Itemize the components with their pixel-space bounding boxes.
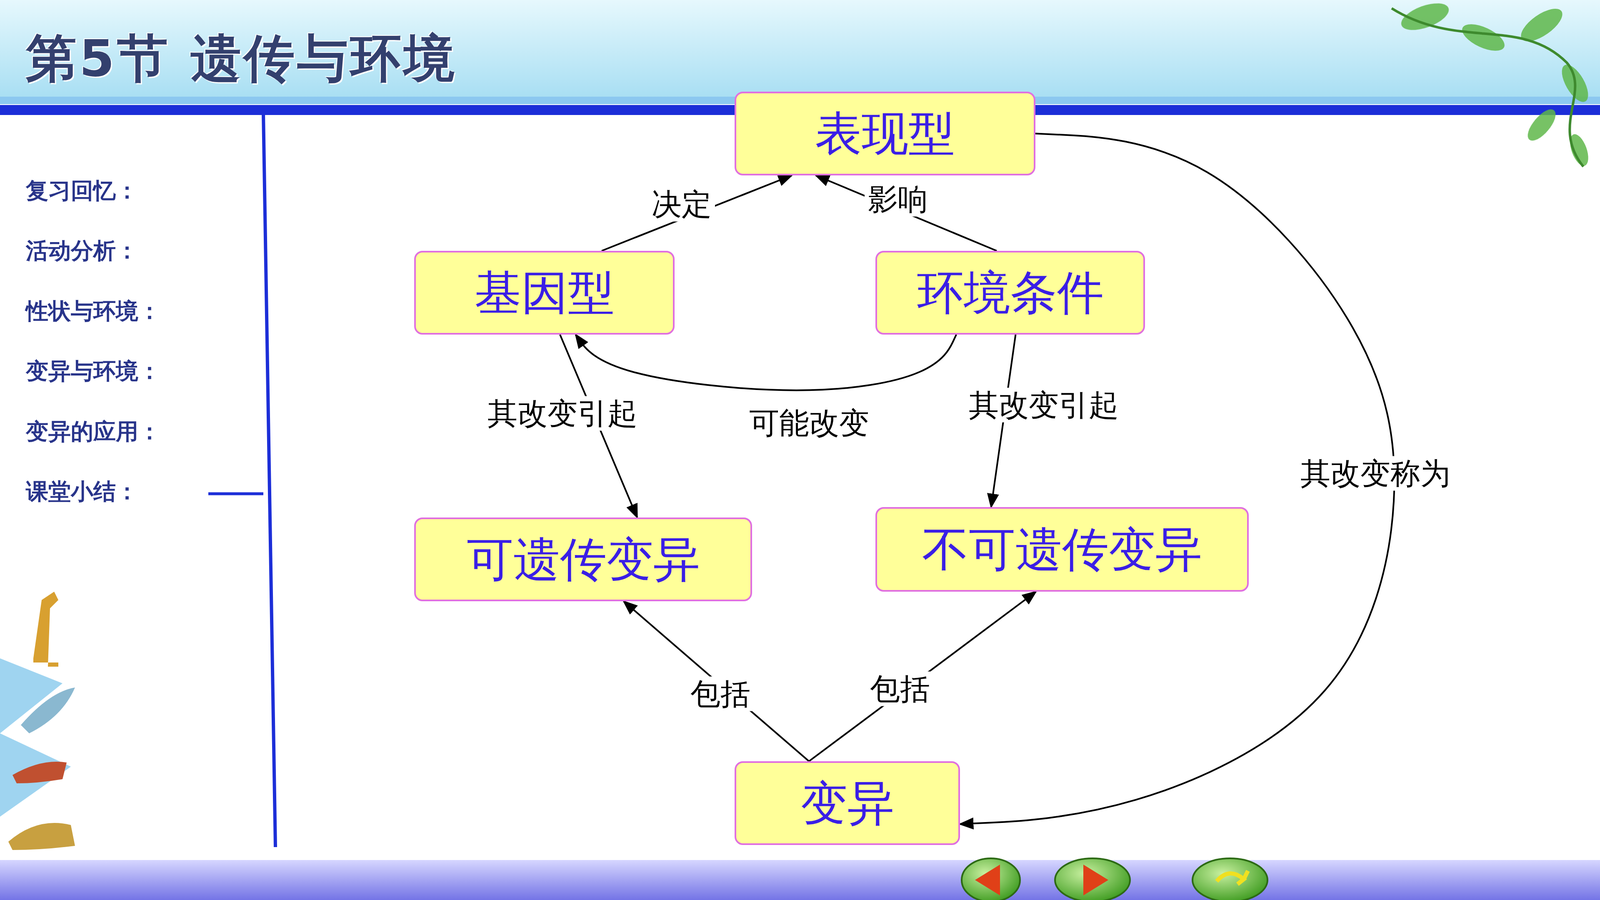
menu-pointer bbox=[208, 492, 264, 496]
menu-item: 活动分析： bbox=[25, 235, 139, 267]
menu-item: 性状与环境： bbox=[25, 296, 161, 327]
arrow-label: 包括 bbox=[687, 676, 754, 712]
box-label: 不可遗传变异 bbox=[922, 523, 1203, 575]
relation-arrow bbox=[601, 175, 792, 251]
relation-arrow bbox=[575, 334, 957, 391]
arrow-label: 决定 bbox=[648, 187, 715, 222]
concept-box: 不可遗传变异 bbox=[875, 507, 1249, 592]
concept-box: 变异 bbox=[734, 761, 960, 845]
concept-box: 可遗传变异 bbox=[414, 517, 753, 602]
footer-bar bbox=[0, 860, 1600, 900]
concept-box: 基因型 bbox=[414, 250, 675, 335]
menu-item: 变异与环境： bbox=[25, 356, 161, 387]
concept-box: 环境条件 bbox=[875, 250, 1145, 335]
box-label: 变异 bbox=[800, 777, 895, 829]
title-banner bbox=[0, 0, 1600, 97]
menu-item: 变异的应用： bbox=[25, 416, 161, 448]
arrow-label: 其改变引起 bbox=[965, 387, 1123, 423]
arrow-label: 影响 bbox=[864, 182, 932, 217]
arrow-label: 其改变称为 bbox=[1297, 456, 1454, 491]
menu-item: 课堂小结： bbox=[25, 476, 139, 508]
relation-arrow bbox=[623, 601, 810, 762]
animal-silhouettes bbox=[0, 591, 75, 850]
box-label: 基因型 bbox=[474, 267, 615, 319]
menu-item: 复习回忆： bbox=[25, 175, 139, 207]
nav-buttons bbox=[961, 858, 1268, 900]
concept-box: 表现型 bbox=[734, 91, 1036, 176]
box-label: 环境条件 bbox=[917, 267, 1104, 319]
menu-divider bbox=[263, 112, 276, 848]
slide-title: 第5节 遗传与环境 bbox=[25, 25, 458, 94]
arrow-label: 包括 bbox=[866, 671, 934, 707]
arrow-label: 可能改变 bbox=[745, 405, 873, 441]
arrow-label: 其改变引起 bbox=[484, 396, 641, 431]
box-label: 表现型 bbox=[815, 107, 955, 160]
vine-stem bbox=[1391, 8, 1584, 167]
relation-arrow bbox=[809, 591, 1037, 762]
box-label: 可遗传变异 bbox=[466, 533, 700, 585]
relation-arrow bbox=[815, 175, 997, 251]
